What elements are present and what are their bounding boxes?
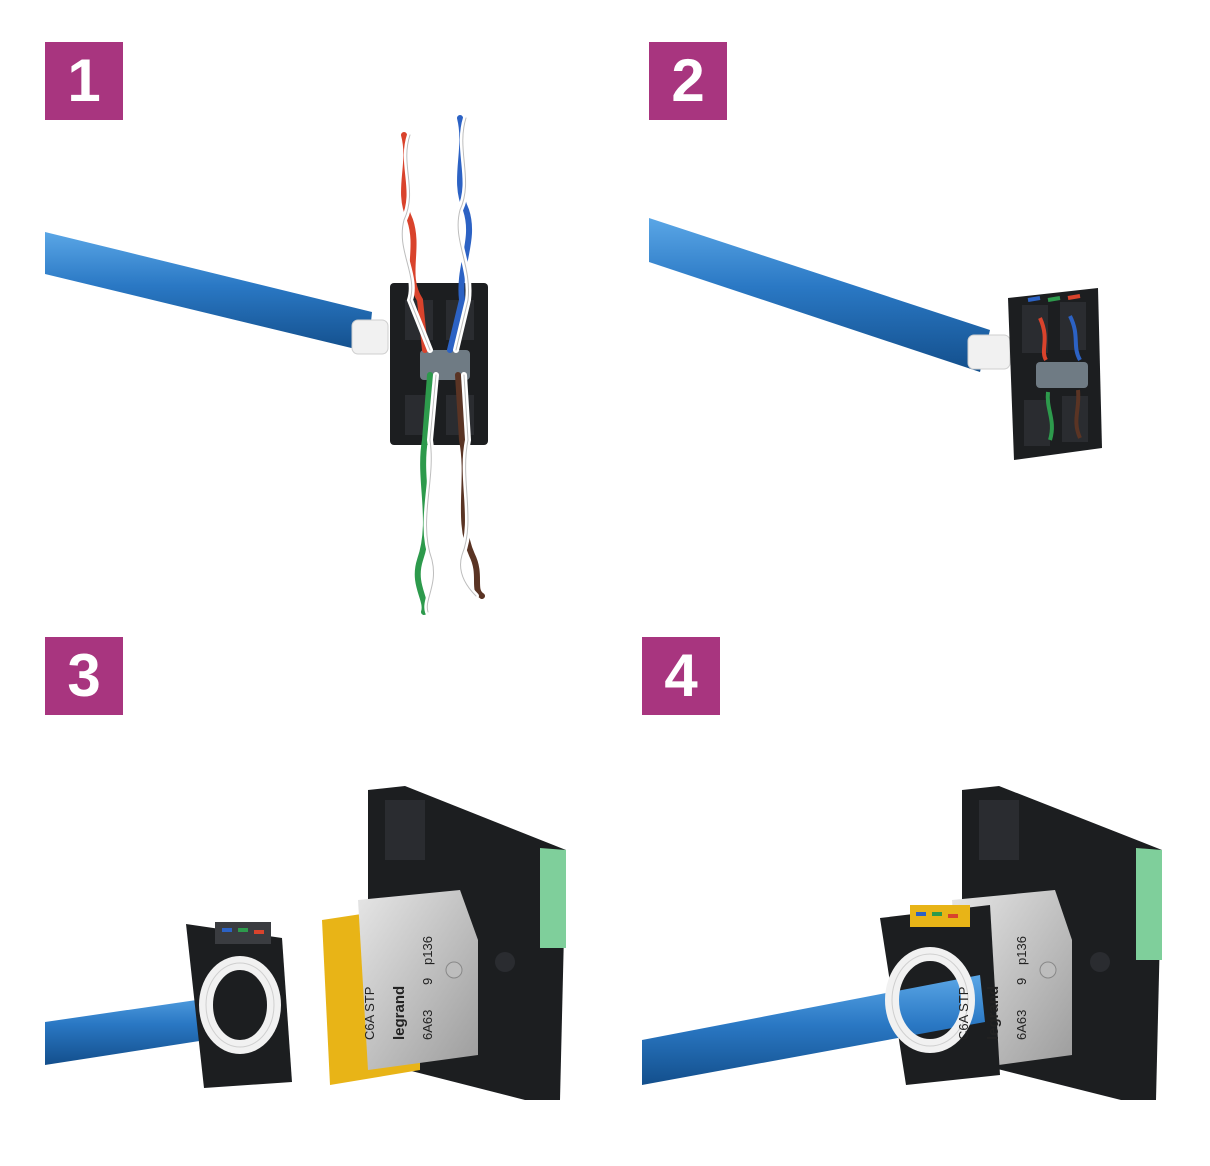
- ethernet-cable: [642, 975, 985, 1085]
- code-right-label: p136: [420, 936, 435, 965]
- step-3-badge: 3: [45, 637, 123, 715]
- wire-pair-blue: [447, 115, 473, 353]
- cable-clip: [351, 319, 389, 355]
- ethernet-cable: [45, 232, 372, 352]
- brand-label: legrand: [985, 986, 1002, 1040]
- keystone-connector: [186, 922, 292, 1088]
- wire-pair-brown: [455, 372, 485, 599]
- step-4-badge: 4: [642, 637, 720, 715]
- brand-label: legrand: [391, 986, 408, 1040]
- keystone-connector: [390, 283, 488, 445]
- ethernet-cable: [649, 218, 990, 372]
- step-1-illustration: [45, 115, 488, 615]
- wire-pair-orange: [399, 132, 433, 353]
- keystone-connector: [1008, 288, 1102, 460]
- code-mid-label: 9: [420, 978, 435, 985]
- code-left-label: 6A63: [420, 1010, 435, 1040]
- category-label: C6A STP: [362, 987, 377, 1040]
- code-mid-label: 9: [1014, 978, 1029, 985]
- code-right-label: p136: [1014, 936, 1029, 965]
- code-left-label: 6A63: [1014, 1010, 1029, 1040]
- step-2-badge: 2: [649, 42, 727, 120]
- step-1-badge: 1: [45, 42, 123, 120]
- rj45-jack-module: legrand C6A STP 6A63 9 p136: [322, 890, 478, 1085]
- step-3-illustration: legrand C6A STP 6A63 9 p136: [45, 786, 566, 1100]
- wire-pair-green: [414, 372, 439, 615]
- step-4-illustration: legrand C6A STP 6A63 9 p136: [642, 786, 1162, 1100]
- step-2-illustration: [649, 218, 1102, 460]
- cable-clip: [967, 334, 1011, 370]
- category-label: C6A STP: [956, 987, 971, 1040]
